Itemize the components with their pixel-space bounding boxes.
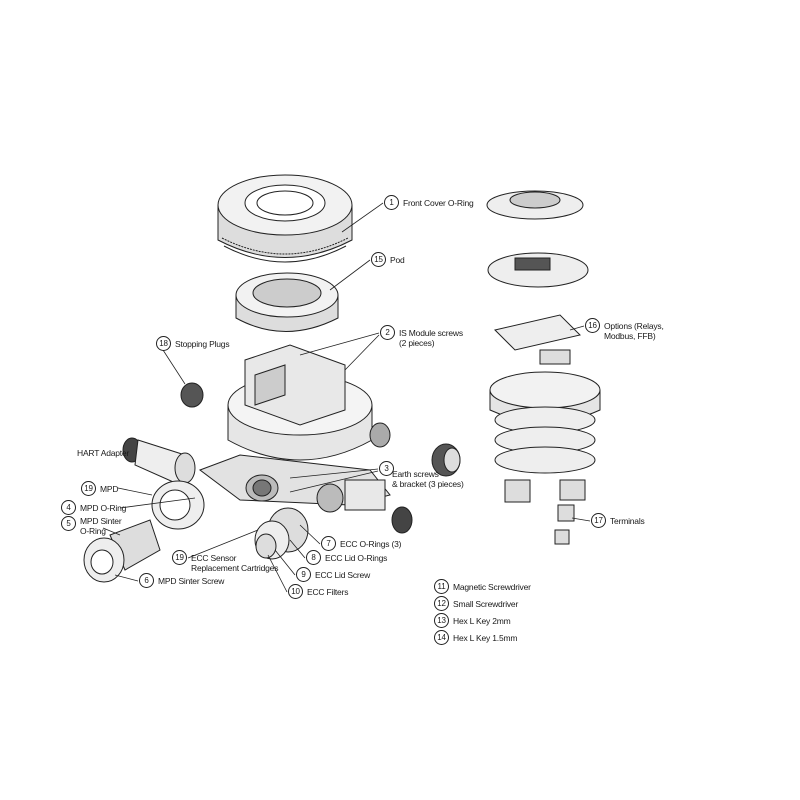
callout-number: 18 <box>156 336 171 351</box>
hart-adapter-part <box>122 437 196 486</box>
callout-number: 17 <box>591 513 606 528</box>
front-cover-part <box>217 174 353 263</box>
callout-ecc-lid-screw: 9 ECC Lid Screw <box>296 567 371 582</box>
callout-label: Replacement Cartridges <box>191 563 279 573</box>
callout-hex-key-2mm: 13 Hex L Key 2mm <box>434 613 511 628</box>
callout-label: Terminals <box>610 516 645 526</box>
callout-label: MPD Sinter Screw <box>158 576 225 586</box>
callout-number: 1 <box>384 195 399 210</box>
callout-label: Modbus, FFB) <box>604 331 656 341</box>
electronics-stack-part <box>486 190 601 545</box>
callout-label: MPD O-Ring <box>80 503 127 513</box>
callout-label: Options (Relays, <box>604 321 664 331</box>
callout-label: Hex L Key 1.5mm <box>453 633 518 643</box>
callout-ecc-o-rings: 7 ECC O-Rings (3) <box>321 536 402 551</box>
callout-magnetic-screwdriver: 11 Magnetic Screwdriver <box>434 579 531 594</box>
callout-number: 19 <box>81 481 96 496</box>
callout-mpd: 19 MPD <box>81 481 119 496</box>
callout-label: ECC Filters <box>307 587 349 597</box>
callout-is-module-screws: 2 IS Module screws(2 pieces) <box>380 325 463 348</box>
callout-number: 14 <box>434 630 449 645</box>
callout-number: 2 <box>380 325 395 340</box>
callout-mpd-o-ring: 4 MPD O-Ring <box>61 500 127 515</box>
ecc-part <box>254 507 309 560</box>
callout-label: Pod <box>390 255 405 265</box>
callout-hart-adapter: HART Adapter <box>77 448 129 458</box>
callout-number: 10 <box>288 584 303 599</box>
callout-number: 15 <box>371 252 386 267</box>
callout-label: HART Adapter <box>77 448 130 458</box>
stopping-plug-part <box>180 382 461 534</box>
callout-number: 9 <box>296 567 311 582</box>
leader-lines <box>102 202 591 593</box>
callout-label: ECC Sensor <box>191 553 237 563</box>
callout-small-screwdriver: 12 Small Screwdriver <box>434 596 519 611</box>
callout-label: IS Module screws <box>399 328 463 338</box>
callout-label: ECC O-Rings (3) <box>340 539 402 549</box>
callout-number: 4 <box>61 500 76 515</box>
callout-number: 13 <box>434 613 449 628</box>
callout-pod: 15 Pod <box>371 252 405 267</box>
callout-mpd-sinter-screw: 6 MPD Sinter Screw <box>139 573 225 588</box>
callout-label: ECC Lid Screw <box>315 570 371 580</box>
callout-ecc-lid-o-rings: 8 ECC Lid O-Rings <box>306 550 388 565</box>
callout-stopping-plugs: 18 Stopping Plugs <box>156 336 230 351</box>
callout-label: Stopping Plugs <box>175 339 230 349</box>
callout-label: MPD Sinter <box>80 516 122 526</box>
callout-hex-key-1-5mm: 14 Hex L Key 1.5mm <box>434 630 518 645</box>
callout-number: 3 <box>379 461 394 476</box>
callout-terminals: 17 Terminals <box>591 513 645 528</box>
mpd-part <box>83 480 205 583</box>
callout-options: 16 Options (Relays,Modbus, FFB) <box>585 318 664 341</box>
callout-label: MPD <box>100 484 119 494</box>
callout-ecc-filters: 10 ECC Filters <box>288 584 349 599</box>
callout-label: O-Ring <box>80 526 106 536</box>
callout-label: ECC Lid O-Rings <box>325 553 388 563</box>
callout-number: 19 <box>172 550 187 565</box>
callout-number: 6 <box>139 573 154 588</box>
callout-label: Earth screws <box>392 469 439 479</box>
callout-number: 11 <box>434 579 449 594</box>
callout-front-cover-o-ring: 1 Front Cover O-Ring <box>384 195 474 210</box>
callout-label: & bracket (3 pieces) <box>392 479 464 489</box>
callout-number: 12 <box>434 596 449 611</box>
pod-part <box>235 272 339 332</box>
callout-label: Magnetic Screwdriver <box>453 582 531 592</box>
callout-label: (2 pieces) <box>399 338 435 348</box>
callout-number: 7 <box>321 536 336 551</box>
housing-part <box>198 344 391 513</box>
callout-label: Small Screwdriver <box>453 599 519 609</box>
callout-number: 8 <box>306 550 321 565</box>
callout-label: Hex L Key 2mm <box>453 616 511 626</box>
callout-number: 16 <box>585 318 600 333</box>
callout-label: Front Cover O-Ring <box>403 198 474 208</box>
callout-number: 5 <box>61 516 76 531</box>
